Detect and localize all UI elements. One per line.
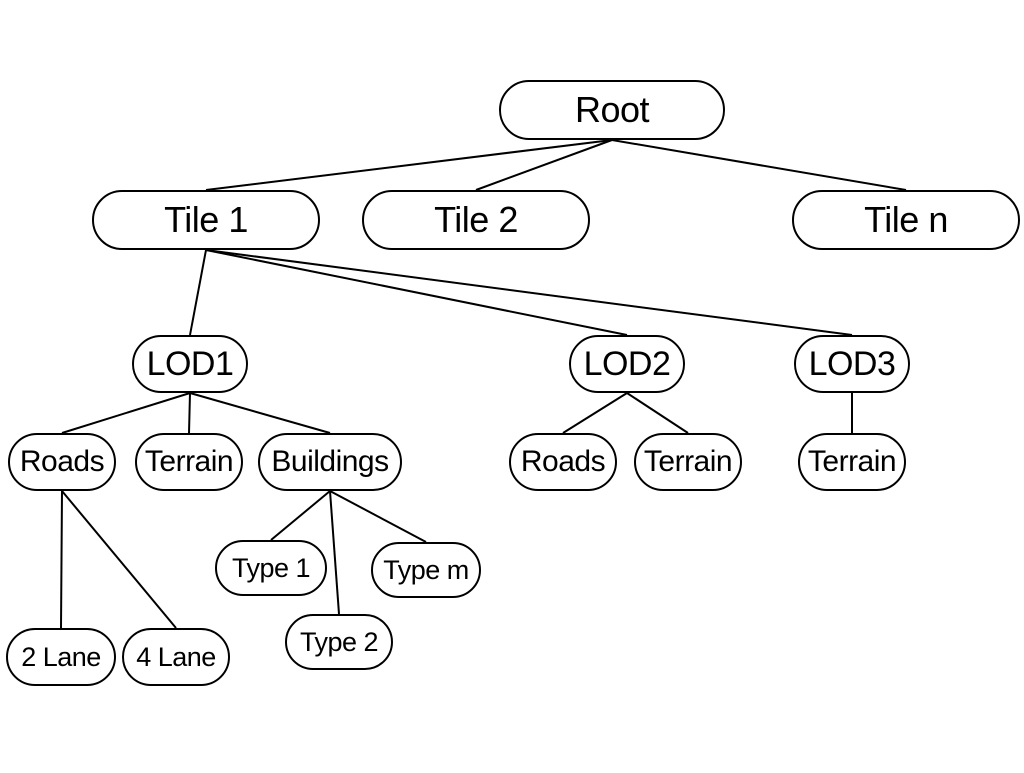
edge-lod1_buildings-to-type2 (329, 490, 340, 615)
edge-tile1-to-lod2 (205, 249, 628, 336)
node-type-2: Type 2 (285, 614, 393, 670)
node-lod2-terrain: Terrain (634, 433, 742, 491)
edge-tile1-to-lod1 (189, 249, 207, 336)
edge-root-to-tile1 (205, 139, 613, 191)
edge-lod1_roads-to-lane4 (61, 490, 177, 629)
edge-lod1-to-lod1_terrain (188, 392, 191, 434)
edge-lod2-to-lod2_roads (562, 392, 628, 434)
node-lod1: LOD1 (132, 335, 248, 393)
node-type-m: Type m (371, 542, 481, 598)
edge-root-to-tile2 (475, 139, 613, 191)
node-lod1-roads: Roads (8, 433, 116, 491)
node-tile-2: Tile 2 (362, 190, 590, 250)
node-tile-1: Tile 1 (92, 190, 320, 250)
edge-tile1-to-lod3 (205, 249, 853, 336)
edge-lod1-to-lod1_roads (61, 392, 191, 434)
node-lod2: LOD2 (569, 335, 685, 393)
node-lod1-buildings: Buildings (258, 433, 402, 491)
edge-root-to-tilen (611, 139, 907, 191)
node-lod2-roads: Roads (509, 433, 617, 491)
edge-lod2-to-lod2_terrain (626, 392, 689, 434)
node-lod3-terrain: Terrain (798, 433, 906, 491)
edge-lod1_roads-to-lane2 (60, 490, 63, 629)
node-type-1: Type 1 (215, 540, 327, 596)
node-root: Root (499, 80, 725, 140)
edge-lod1_buildings-to-type1 (270, 490, 331, 541)
edge-lod1_buildings-to-typem (329, 490, 427, 543)
node-lod3: LOD3 (794, 335, 910, 393)
node-2-lane: 2 Lane (6, 628, 116, 686)
node-lod1-terrain: Terrain (135, 433, 243, 491)
edge-lod1-to-lod1_buildings (189, 392, 331, 434)
node-tile-n: Tile n (792, 190, 1020, 250)
node-4-lane: 4 Lane (122, 628, 230, 686)
